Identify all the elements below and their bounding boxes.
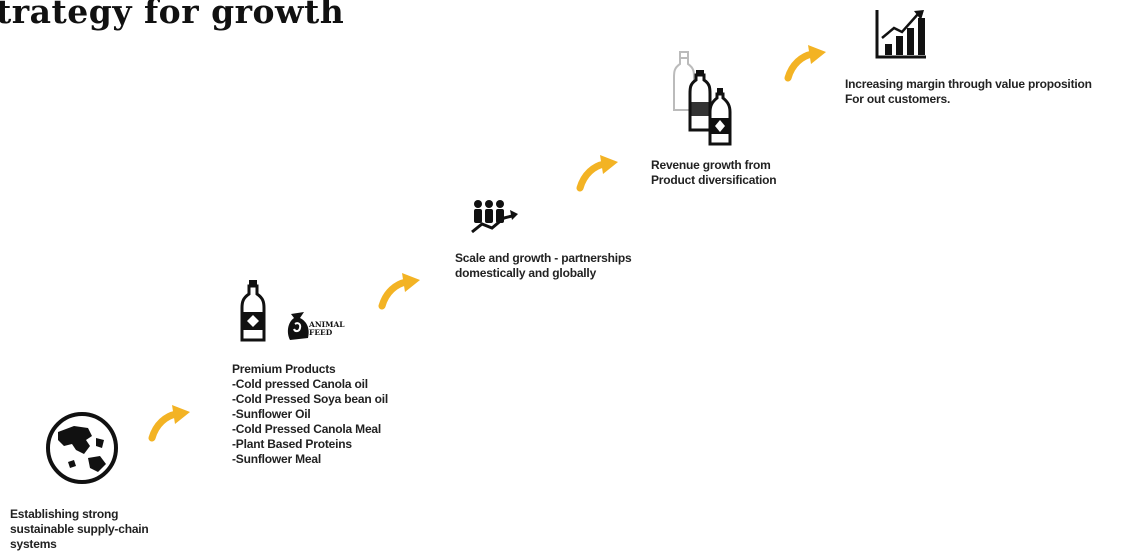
step-1-line: systems [10,537,57,551]
step-2-line: -Cold Pressed Soya bean oil [232,392,388,406]
step-3-text: Scale and growth - partnerships domestic… [455,251,632,281]
step-3-line: domestically and globally [455,266,597,280]
people-growth-icon [471,200,518,234]
oil-bottle-icon [240,280,266,342]
animal-feed-label-line: ANIMAL [309,320,345,329]
step-4-text: Revenue growth from Product diversificat… [651,158,777,188]
growth-arrow-icon [576,155,618,192]
step-2-line: Premium Products [232,362,336,376]
step-5-line: Increasing margin through value proposit… [845,77,1092,91]
step-4-line: Revenue growth from [651,158,771,172]
animal-feed-bag-icon [287,312,309,340]
animal-feed-label-line: FEED [309,328,333,337]
step-2-line: -Cold pressed Canola oil [232,377,368,391]
step-1-line: sustainable supply-chain [10,522,149,536]
step-1-line: Establishing strong [10,507,119,521]
step-5-text: Increasing margin through value proposit… [845,77,1092,107]
step-3-line: Scale and growth - partnerships [455,251,632,265]
step-4-line: Product diversification [651,173,777,187]
step-1-text: Establishing strong sustainable supply-c… [10,507,149,552]
bar-chart-growth-icon [875,10,926,59]
growth-arrow-icon [378,273,420,310]
growth-arrow-icon [784,45,826,82]
step-5-line: For out customers. [845,92,951,106]
globe-icon [46,412,118,484]
step-2-line: -Sunflower Oil [232,407,311,421]
step-2-line: -Cold Pressed Canola Meal [232,422,382,436]
bottles-icon [673,51,732,146]
step-2-text: Premium Products -Cold pressed Canola oi… [232,362,388,467]
growth-arrow-icon [148,405,190,442]
step-2-line: -Plant Based Proteins [232,437,352,451]
step-2-line: -Sunflower Meal [232,452,322,466]
page-title: trategy for growth [0,0,345,31]
animal-feed-label: ANIMAL FEED [309,321,345,337]
